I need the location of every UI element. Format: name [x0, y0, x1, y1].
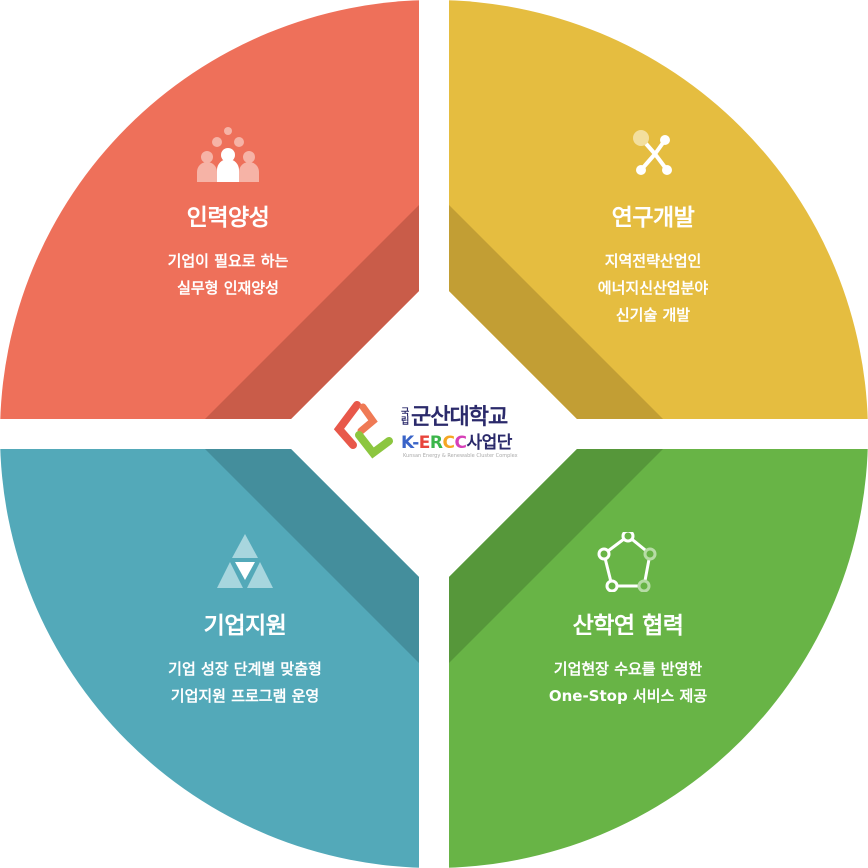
pentagon-nodes-icon — [468, 529, 788, 593]
quadrant-line: 에너지신산업분야 — [597, 279, 709, 297]
quadrant-talent-content: 인력양성 기업이 필요로 하는 실무형 인재양성 — [68, 124, 388, 302]
quadrant-support-shade — [205, 449, 419, 663]
logo-emblem-icon — [333, 401, 393, 459]
quadrant-line: One-Stop 서비스 제공 — [548, 687, 708, 705]
triangle-icon — [85, 532, 405, 592]
quadrant-cooperation-shade — [449, 449, 663, 663]
quadrant-rnd-shade — [449, 205, 663, 419]
logo-part: E — [418, 433, 431, 453]
quadrant-line: 지역전략산업인 — [604, 252, 702, 270]
logo-program: K-ERCC사업단 — [401, 428, 512, 453]
quadrant-title: 연구개발 — [611, 205, 695, 231]
quadrant-rnd-content: 연구개발 지역전략산업인 에너지신산업분야 신기술 개발 — [493, 124, 813, 329]
quadrant-line: 신기술 개발 — [615, 306, 691, 324]
quadrant-title: 인력양성 — [186, 205, 270, 231]
quadrant-line: 기업현장 수요를 반영한 — [553, 660, 703, 678]
quadrant-cooperation-content: 산학연 협력 기업현장 수요를 반영한 One-Stop 서비스 제공 — [468, 529, 788, 710]
quadrant-title: 기업지원 — [203, 613, 287, 639]
logo-small-text: 국립 — [401, 408, 409, 427]
logo-part: C — [442, 433, 455, 453]
logo-tagline: Kunsan Energy & Renewable Cluster Comple… — [403, 453, 518, 459]
quadrant-line: 기업 성장 단계별 맞춤형 — [168, 660, 322, 678]
people-icon — [68, 124, 388, 184]
network-icon — [493, 124, 813, 184]
quadrant-support-content: 기업지원 기업 성장 단계별 맞춤형 기업지원 프로그램 운영 — [85, 532, 405, 710]
logo-part: R — [429, 433, 443, 453]
quadrant-title: 산학연 협력 — [572, 613, 684, 639]
quadrant-line: 실무형 인재양성 — [177, 279, 279, 297]
logo-part: 사업단 — [466, 433, 512, 453]
quadrant-talent-shade — [205, 205, 419, 419]
logo-university: 군산대학교 — [411, 405, 508, 430]
quadrant-line: 기업지원 프로그램 운영 — [170, 687, 320, 705]
quadrant-line: 기업이 필요로 하는 — [167, 252, 289, 270]
logo-part: C — [454, 433, 467, 453]
logo-part: K- — [401, 433, 419, 453]
